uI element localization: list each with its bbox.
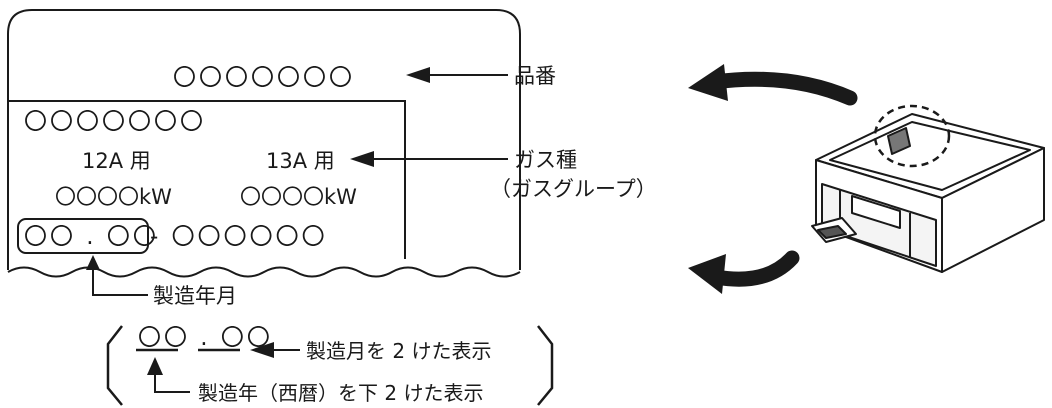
appliance-lower-body [821,183,937,267]
arrow-heads [86,67,430,270]
appliance-illustration [811,113,1045,273]
label-gas-type: ガス種 [514,148,577,172]
arrow-to-date-code [86,255,100,270]
power-13a: 〇〇〇〇kW [240,185,357,209]
appliance-top-rim [829,121,1031,191]
curved-arrow-bottom-head [688,254,726,294]
year-note: 製造年（西暦）を下 2 けた表示 [198,381,483,405]
label-product-number: 品番 [514,64,556,88]
spec-box [8,100,406,259]
arrow-to-year [147,357,163,375]
appliance-display-panel [851,195,901,229]
plate-outline [7,9,521,270]
explanation-brackets [106,325,554,406]
appliance-side-face [941,147,1045,273]
label-manufacture-date: 製造年月 [153,284,237,308]
month-note: 製造月を 2 けた表示 [306,339,491,363]
label-gas-group: （ガスグループ） [490,177,657,201]
model-code: 〇〇〇〇〇〇〇 [24,109,206,135]
plate-wavy-edge [7,266,521,278]
explanation-arrow-heads [147,342,274,375]
gas-12a-label: 12A 用 [82,149,151,173]
gas-13a-label: 13A 用 [266,149,335,173]
date-code-box [17,218,149,254]
curved-arrow-bottom-icon [708,250,800,287]
arrow-to-month [250,342,274,358]
curved-arrow-top-head [688,64,728,101]
arrow-to-gas-type [350,151,374,167]
power-12a: 〇〇〇〇kW [55,185,172,209]
right-bracket [537,325,554,406]
arrow-to-product-code [406,67,430,83]
label-location-highlight [873,104,951,168]
leader-lines [92,74,508,296]
left-bracket [106,325,123,406]
explanation-leaders [154,349,300,393]
product-code: 〇〇〇〇〇〇〇 [173,65,355,91]
appliance-label-plate-icon [887,127,911,155]
serial-code: - 〇〇〇〇〇〇 [150,224,328,250]
curved-arrows [688,64,858,294]
appliance-plinth-slot [817,225,847,239]
explanation-sample: 〇〇 . 〇〇 [138,325,273,351]
curved-arrow-top-icon [706,71,858,106]
date-code: 〇〇 . 〇〇 [24,224,159,250]
